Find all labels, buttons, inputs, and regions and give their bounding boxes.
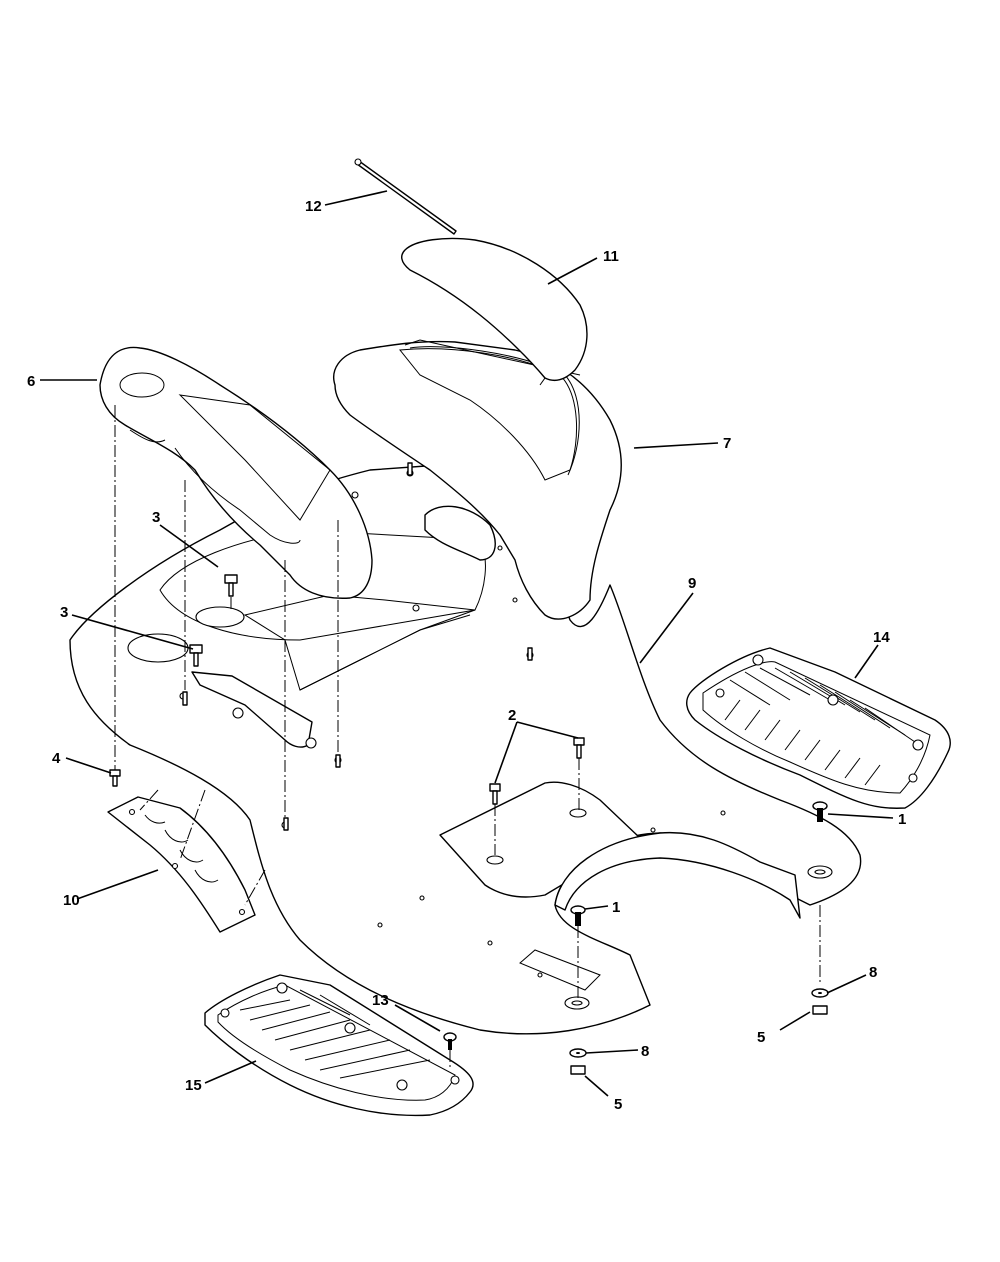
step-plate-part-10 — [107, 796, 256, 933]
callout-10: 10 — [63, 892, 80, 909]
callout-labels: 12 11 6 7 3 9 3 14 2 4 1 10 1 8 13 5 8 1… — [27, 198, 906, 1113]
dash-housing-part-7 — [333, 339, 622, 620]
callout-8-right: 8 — [869, 964, 877, 981]
callout-1-center: 1 — [612, 899, 620, 916]
callout-15: 15 — [185, 1077, 202, 1094]
alignment-lines — [114, 405, 821, 1070]
rod-part-12 — [354, 158, 457, 235]
callout-12: 12 — [305, 198, 322, 215]
callout-3-lower: 3 — [60, 604, 68, 621]
callout-6: 6 — [27, 373, 35, 390]
callout-5-right: 5 — [757, 1029, 765, 1046]
callout-13: 13 — [372, 992, 389, 1009]
body-panel-part-9 — [69, 464, 862, 1035]
callout-9: 9 — [688, 575, 696, 592]
leader-lines — [40, 190, 894, 1097]
cover-panel-part-11 — [401, 237, 588, 386]
callout-3-upper: 3 — [152, 509, 160, 526]
callout-11: 11 — [603, 248, 619, 265]
fender-part-6 — [99, 346, 373, 599]
fasteners — [109, 462, 829, 1075]
callout-5-center: 5 — [614, 1096, 622, 1113]
callout-8-center: 8 — [641, 1043, 649, 1060]
callout-2: 2 — [508, 707, 516, 724]
callout-4: 4 — [52, 750, 61, 767]
callout-14: 14 — [873, 629, 890, 646]
callout-7: 7 — [723, 435, 731, 452]
floor-mat-part-15 — [204, 974, 474, 1117]
floor-mat-part-14 — [686, 647, 951, 809]
callout-1-right: 1 — [898, 811, 906, 828]
